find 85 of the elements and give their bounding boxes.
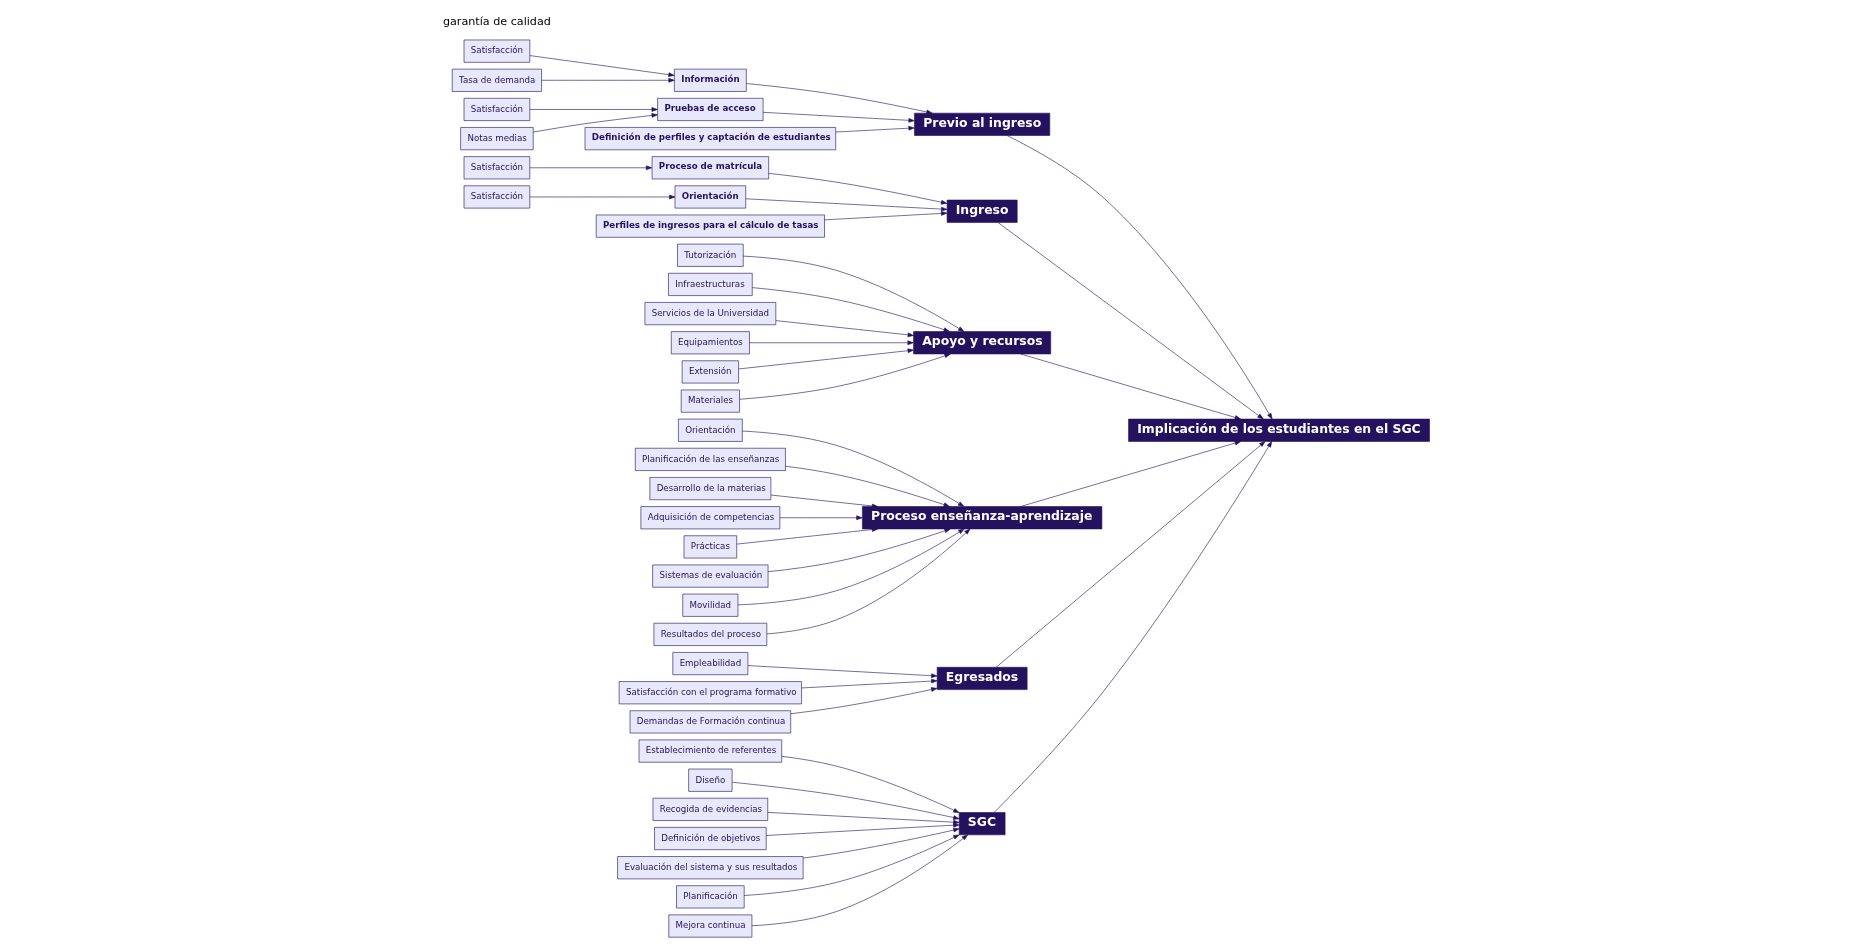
arrow	[532, 113, 658, 133]
node-box: Planificación	[676, 885, 745, 909]
arrow	[751, 834, 968, 927]
arrow	[731, 781, 960, 820]
node-box: Equipamientos	[670, 331, 750, 355]
node-box: Información	[674, 68, 747, 92]
arrow	[1020, 353, 1241, 420]
arrow	[779, 515, 863, 520]
node-box: Extensión	[681, 360, 739, 384]
arrow	[738, 348, 914, 370]
node-box: Evaluación del sistema y sus resultados	[617, 856, 804, 880]
node-box: Pruebas de acceso	[657, 98, 764, 121]
arrow	[529, 55, 675, 77]
node-box: Tutorización	[677, 243, 744, 267]
node-box: Previo al ingreso	[914, 112, 1051, 136]
node-box: Sistemas de evaluación	[652, 564, 769, 588]
arrow	[1006, 135, 1273, 420]
arrow	[835, 125, 915, 133]
arrow	[765, 822, 960, 836]
label: garantía de calidad	[442, 14, 551, 28]
arrow	[736, 527, 879, 545]
node-box: Apoyo y recursos	[913, 331, 1051, 355]
node-box: Demandas de Formación continua	[629, 710, 792, 734]
node-box: Diseño	[688, 768, 733, 792]
arrow	[745, 198, 948, 212]
arrow	[762, 112, 915, 123]
arrow	[766, 528, 971, 635]
arrow	[529, 194, 676, 200]
arrow	[541, 78, 675, 83]
node-box: Resultados del proceso	[653, 622, 768, 646]
arrow	[802, 827, 960, 859]
arrow	[768, 173, 948, 205]
node-box: Infraestructuras	[668, 272, 753, 296]
node-box: Tasa de demanda	[451, 68, 542, 92]
arrow	[747, 665, 938, 678]
arrow	[775, 320, 914, 338]
node-box: Mejora continua	[668, 914, 753, 938]
node-box: Prácticas	[683, 535, 738, 559]
arrow	[790, 687, 938, 715]
arrow	[751, 287, 950, 332]
node-box: Satisfacción con el programa formativo	[618, 681, 802, 705]
arrow	[743, 255, 965, 332]
node-box: Notas medias	[460, 127, 534, 151]
node-box: Ingreso	[946, 199, 1018, 223]
node-box: Adquisición de competencias	[640, 506, 781, 530]
node-box: Definición de objetivos	[654, 827, 767, 850]
node-box: Planificación de las enseñanzas	[634, 447, 786, 471]
arrow	[993, 441, 1273, 813]
node-box: Recogida de evidencias	[652, 797, 769, 821]
node-box: Movilidad	[682, 593, 739, 617]
node-box: Egresados	[936, 666, 1028, 690]
arrow	[742, 430, 965, 507]
node-box: Orientación	[678, 418, 743, 442]
node-box: Satisfacción	[463, 185, 531, 209]
node-box: SGC	[958, 812, 1006, 836]
node-box: Empleabilidad	[672, 652, 749, 676]
arrow	[739, 353, 951, 400]
node-box: Satisfacción	[463, 98, 531, 121]
arrow	[743, 834, 960, 896]
node-box: Implicación de los estudiantes en el SGC	[1128, 418, 1430, 442]
arrow	[770, 494, 879, 509]
arrow	[781, 756, 960, 813]
arrow	[767, 812, 960, 825]
arrow	[767, 528, 951, 572]
arrow	[746, 83, 933, 115]
arrow	[785, 465, 950, 507]
node-box: Orientación	[674, 185, 747, 209]
node-box: Servicios de la Universidad	[644, 302, 777, 326]
node-box: Desarrollo de la materias	[649, 477, 772, 501]
arrow	[1020, 440, 1241, 507]
arrow	[995, 441, 1266, 668]
arrow	[824, 211, 948, 221]
arrow	[737, 528, 965, 606]
arrow	[529, 107, 658, 112]
node-box: Establecimiento de referentes	[638, 739, 783, 763]
node-box: Satisfacción	[463, 156, 531, 180]
arrow	[997, 222, 1264, 420]
arrow	[749, 340, 914, 346]
node-box: Definición de perfiles y captación de estudiantes	[584, 127, 836, 151]
arrow	[529, 165, 653, 171]
arrow	[801, 678, 938, 689]
node-box: Perfiles de ingresos para el cálculo de tasas	[595, 214, 825, 238]
node-box: Proceso de matrícula	[651, 156, 769, 180]
node-box: Materiales	[680, 389, 740, 413]
node-box: Satisfacción	[463, 39, 531, 63]
